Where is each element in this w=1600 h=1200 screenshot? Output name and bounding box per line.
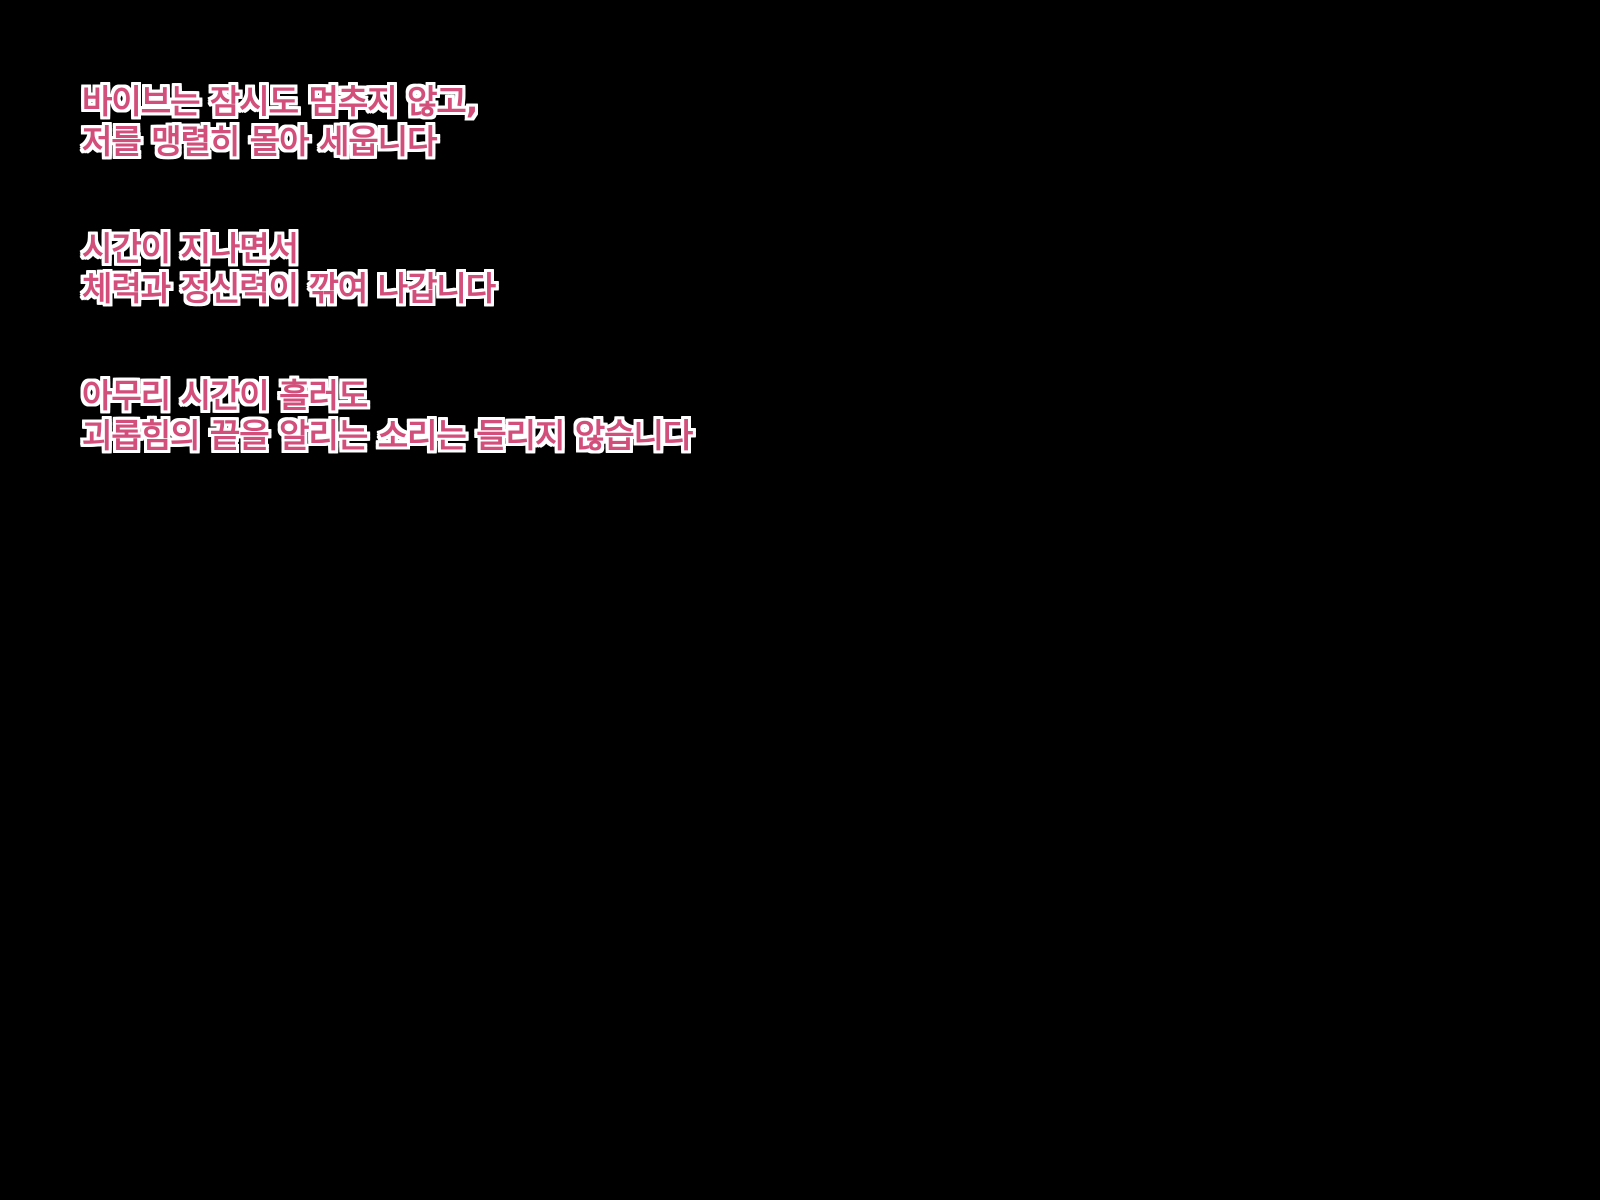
- caption-block-3: 아무리 시간이 흘러도 괴롭힘의 끝을 알리는 소리는 들리지 않습니다: [82, 376, 693, 456]
- caption-line: 시간이 지나면서: [82, 229, 299, 268]
- caption-line: 체력과 정신력이 깎여 나갑니다: [82, 269, 496, 308]
- caption-block-1: 바이브는 잠시도 멈추지 않고, 저를 맹렬히 몰아 세웁니다: [82, 82, 478, 162]
- caption-block-2: 시간이 지나면서 체력과 정신력이 깎여 나갑니다: [82, 229, 496, 309]
- caption-line: 바이브는 잠시도 멈추지 않고,: [82, 82, 478, 121]
- caption-line: 아무리 시간이 흘러도: [82, 376, 368, 415]
- caption-line: 괴롭힘의 끝을 알리는 소리는 들리지 않습니다: [82, 416, 693, 455]
- caption-line: 저를 맹렬히 몰아 세웁니다: [82, 122, 437, 161]
